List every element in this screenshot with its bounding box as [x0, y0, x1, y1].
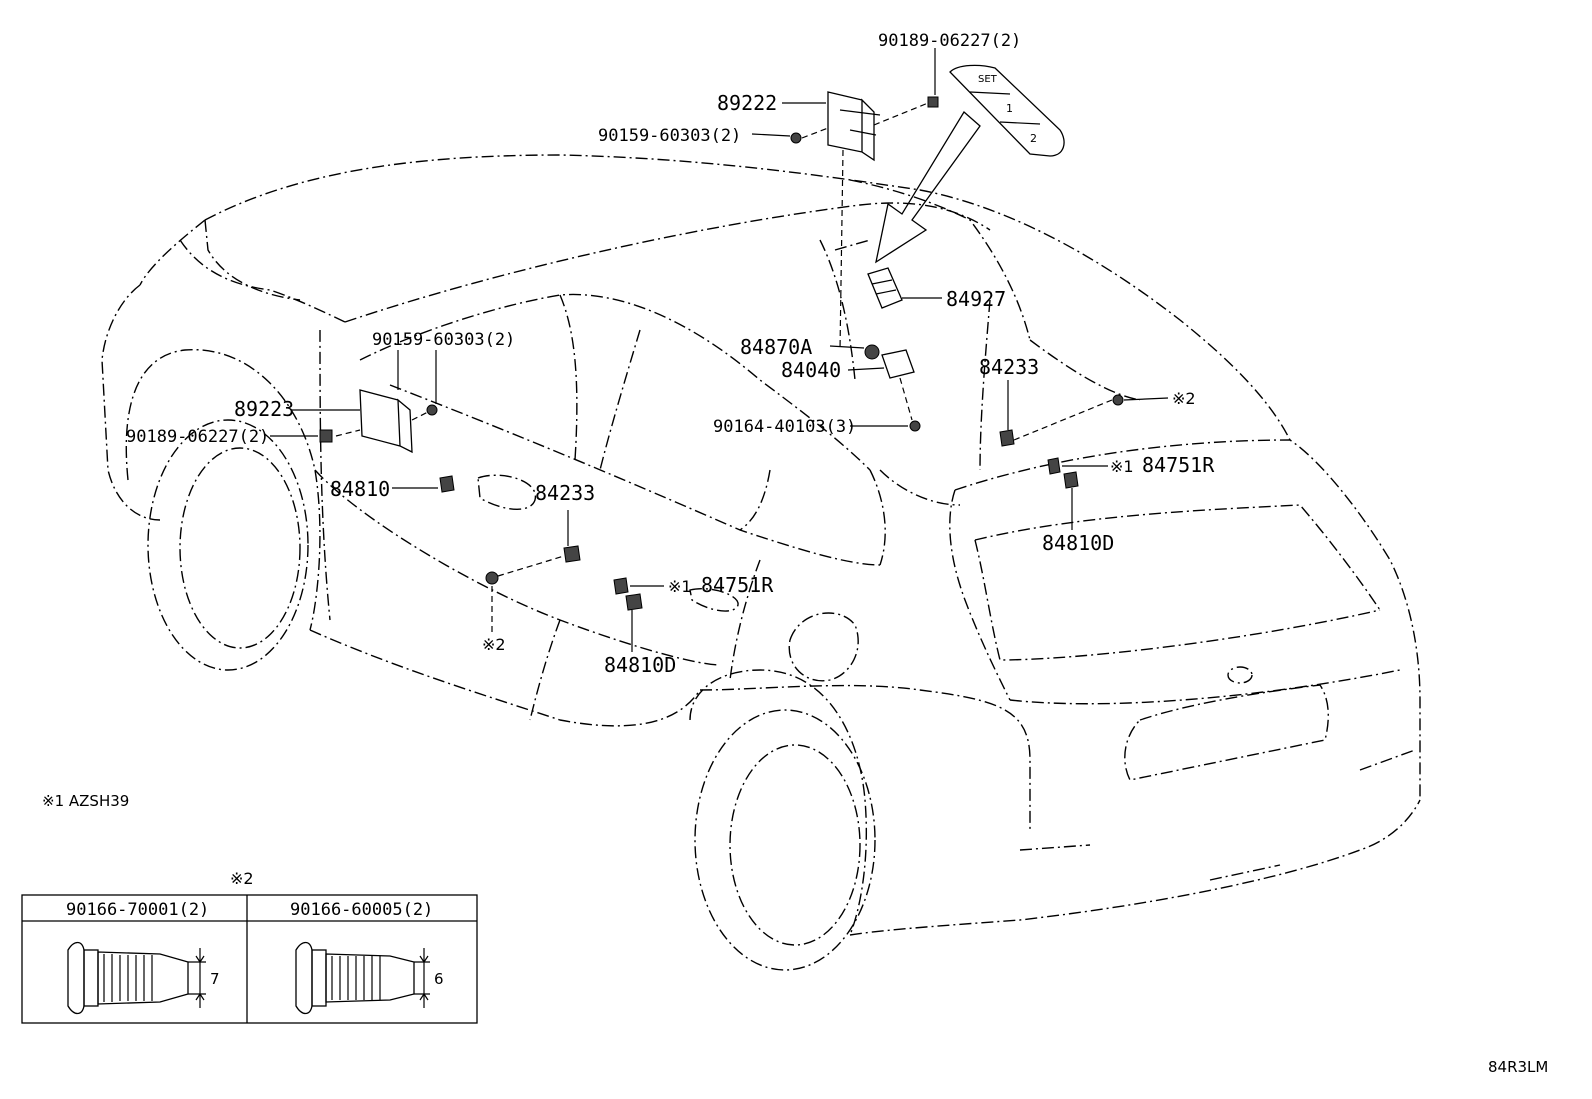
label-84751R-mid: 84751R: [701, 573, 774, 597]
bolt-90166-60005-icon: [295, 941, 430, 1015]
inset-one-label: 1: [1006, 102, 1013, 115]
switch-84040-icon: [881, 349, 915, 379]
clip-90189-left-icon: [319, 429, 333, 443]
label-90189-left: 90189-06227(2): [126, 427, 269, 447]
switch-84810-icon: [439, 475, 455, 493]
clip-90189-top-icon: [927, 96, 939, 108]
parts: [319, 91, 1124, 611]
leader-lines: [270, 48, 1169, 652]
table-col1-header: 90166-70001(2): [66, 900, 209, 920]
table-dim2: 6: [434, 970, 444, 988]
note2-right-mark: ※2: [1172, 389, 1196, 408]
switch-84810D-mid-icon: [625, 593, 643, 611]
note2-left-mark: ※2: [482, 635, 506, 654]
label-84751R-right: 84751R: [1142, 453, 1215, 477]
pointer-arrow-icon: [875, 111, 981, 264]
label-84810D-right: 84810D: [1042, 531, 1114, 555]
label-84870A: 84870A: [740, 335, 812, 359]
label-84927: 84927: [946, 287, 1006, 311]
clamp-84233-right-icon: [999, 429, 1015, 447]
label-84040: 84040: [781, 358, 841, 382]
screw-90164-icon: [909, 420, 921, 432]
bolt-90159-left-icon: [426, 404, 438, 416]
label-90159-left: 90159-60303(2): [372, 330, 515, 350]
bolt-90159-top-icon: [790, 132, 802, 144]
vehicle-outline: [101, 154, 1421, 971]
footnote: ※1 AZSH39: [42, 792, 129, 810]
inset-two-label: 2: [1030, 132, 1037, 145]
switch-inset: SET 1 2: [949, 64, 1065, 157]
switch-84927-icon: [867, 267, 903, 309]
switch-84810D-right-icon: [1063, 471, 1079, 489]
note1-right-mark: ※1: [1110, 457, 1134, 476]
label-90164: 90164-40103(3): [713, 417, 856, 437]
computer-89222-icon: [827, 91, 875, 162]
bolt-table: ※2 90166-70001(2) 90166-60005(2) 7 6: [21, 869, 478, 1024]
label-90189-top: 90189-06227(2): [878, 31, 1021, 51]
label-84810D-mid: 84810D: [604, 653, 676, 677]
table-mark: ※2: [230, 869, 254, 888]
label-84810: 84810: [330, 477, 390, 501]
bolt-note2-left-icon: [485, 571, 499, 585]
label-89223: 89223: [234, 397, 294, 421]
label-84233-right: 84233: [979, 355, 1039, 379]
switch-84751R-mid-icon: [613, 577, 629, 595]
bolt-note2-right-icon: [1112, 394, 1124, 406]
note1-mid-mark: ※1: [668, 577, 692, 596]
label-84233-left: 84233: [535, 481, 595, 505]
clamp-84233-left-icon: [563, 545, 581, 563]
computer-89223-icon: [359, 389, 413, 454]
diagram-code: 84R3LM: [1488, 1058, 1548, 1076]
bolt-90166-70001-icon: [67, 941, 206, 1015]
callout-labels: 89222 90189-06227(2) 90159-60303(2) 8492…: [126, 31, 1215, 677]
sensor-84870A-icon: [864, 344, 880, 360]
label-90159-top: 90159-60303(2): [598, 126, 741, 146]
label-89222: 89222: [717, 91, 777, 115]
switch-84751R-right-icon: [1047, 457, 1061, 475]
table-dim1: 7: [210, 970, 220, 988]
inset-set-label: SET: [978, 74, 998, 85]
table-col2-header: 90166-60005(2): [290, 900, 433, 920]
